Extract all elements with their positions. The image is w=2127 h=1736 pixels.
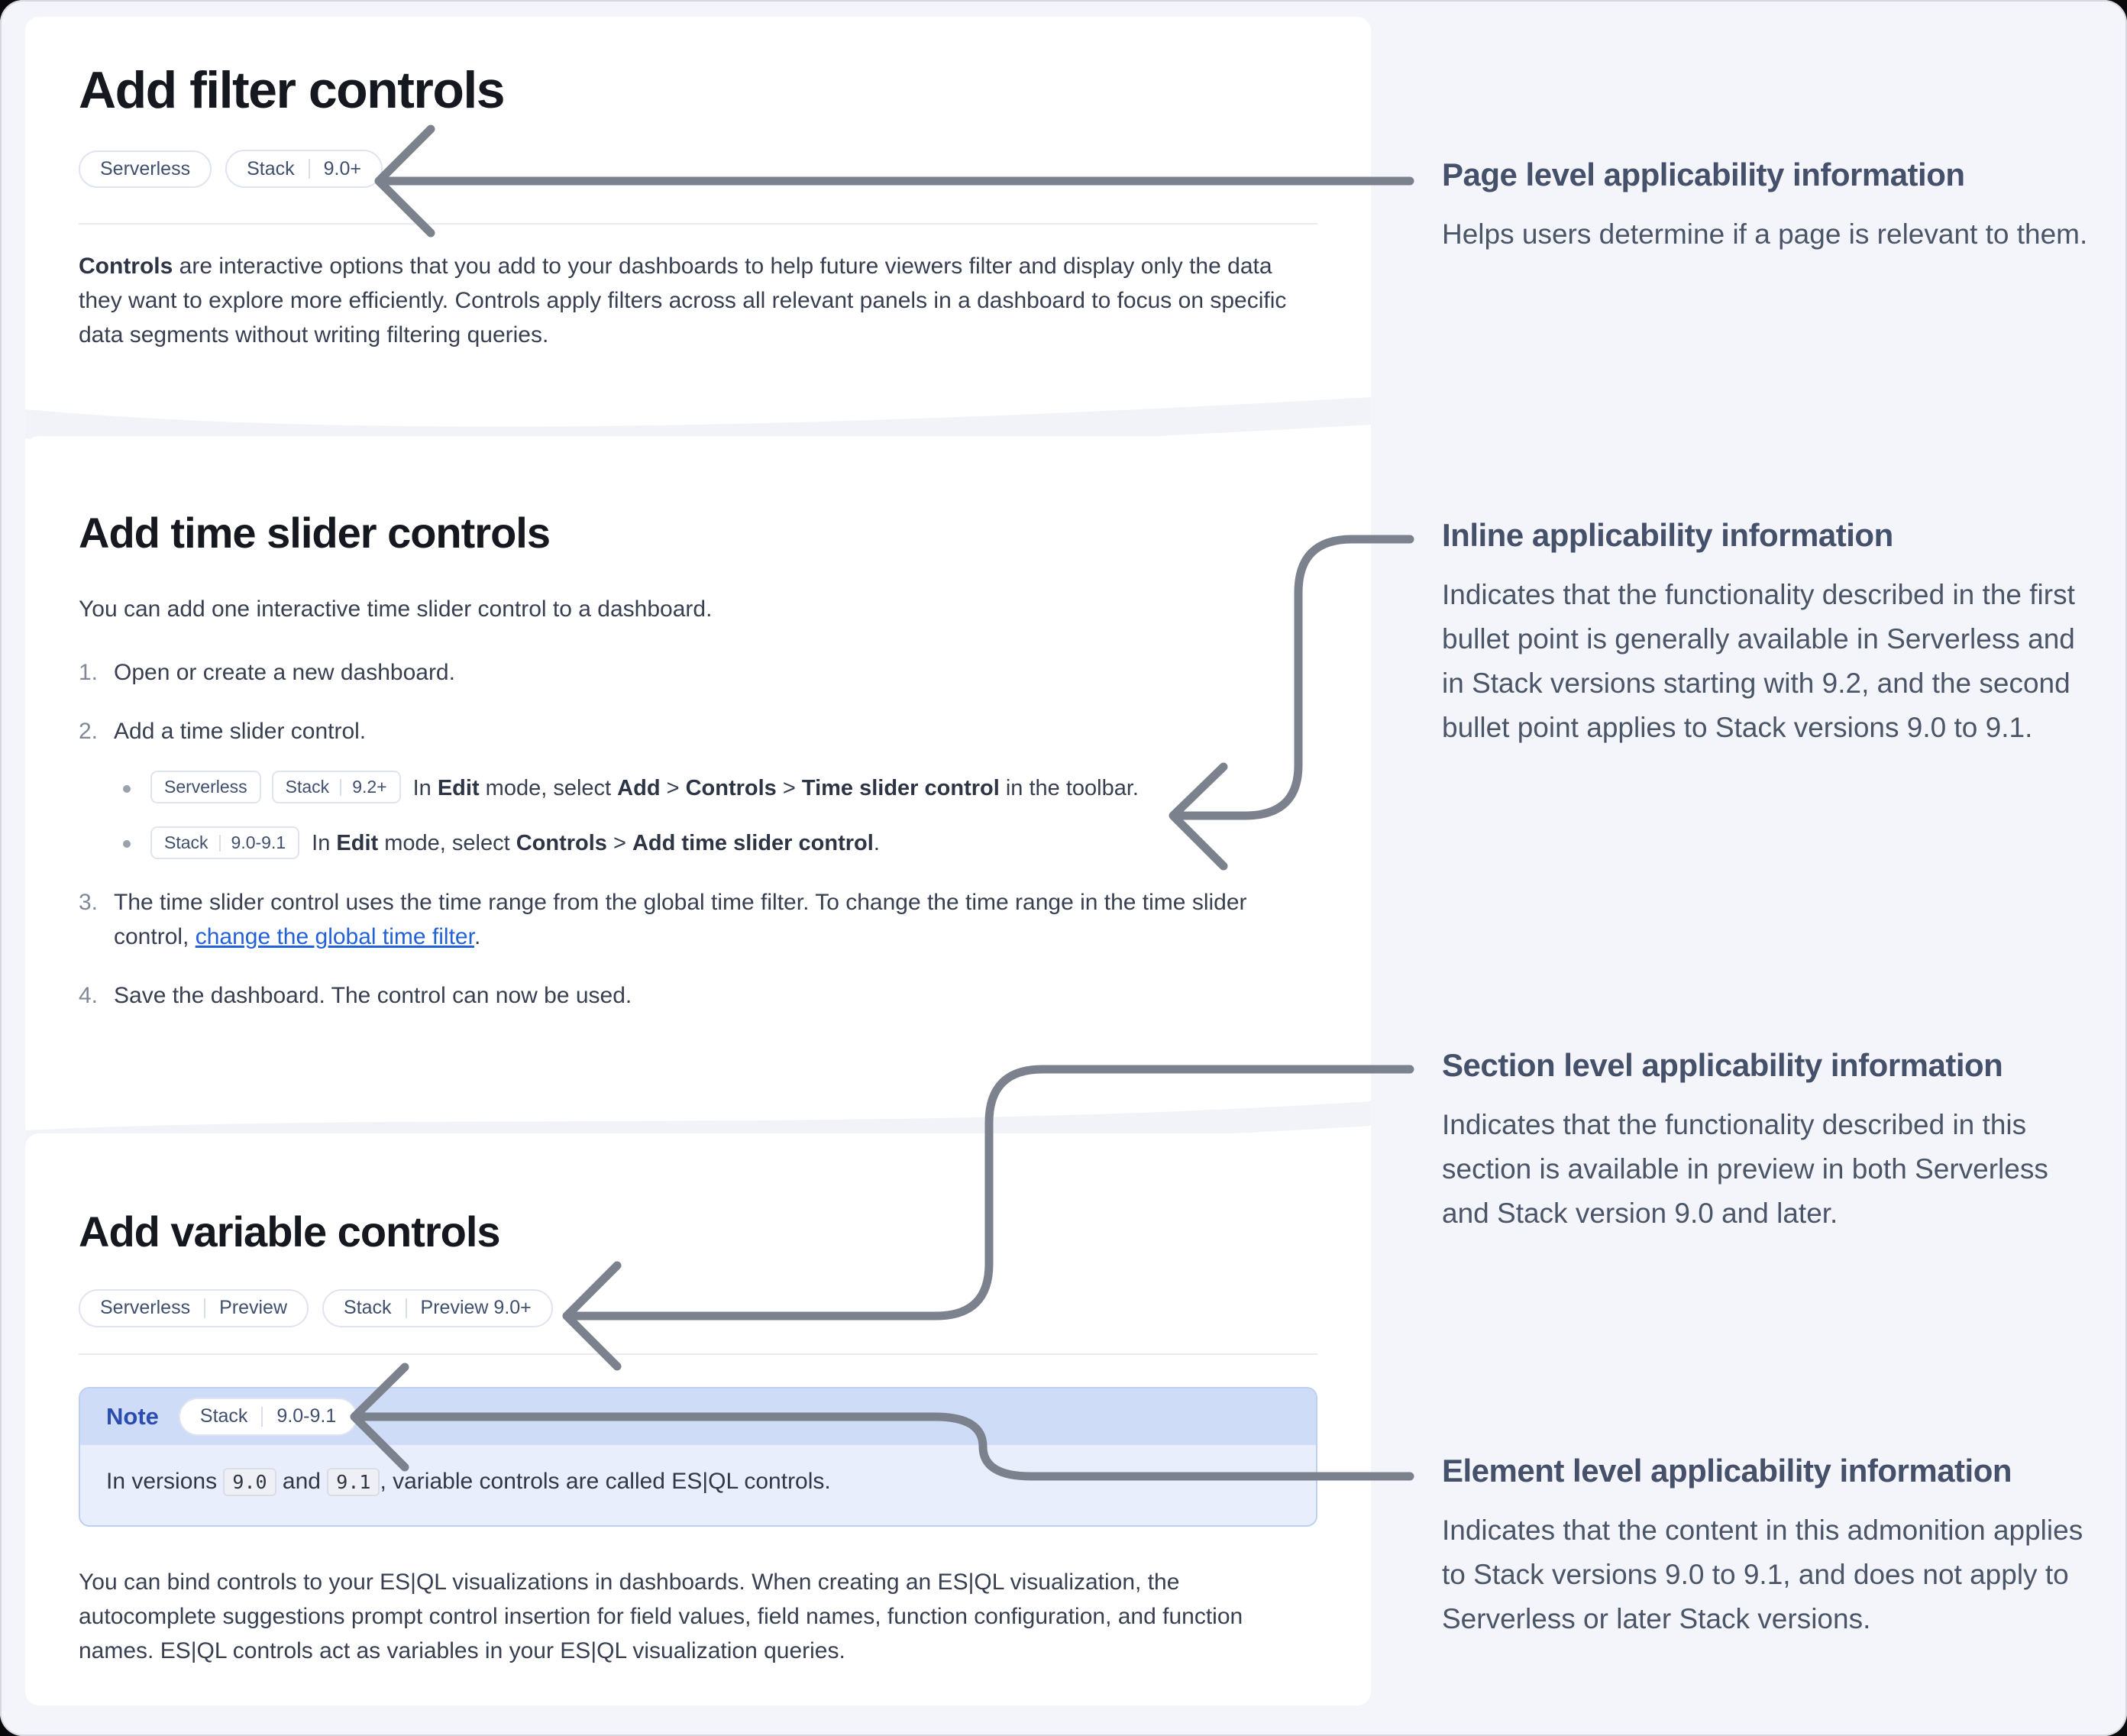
applicability-badge: Serverless Preview xyxy=(79,1288,309,1327)
annotation-body: Indicates that the content in this admon… xyxy=(1442,1515,2083,1635)
page-applicability-badges: Serverless Stack 9.0+ xyxy=(79,150,1317,189)
body-paragraph: You can bind controls to your ES|QL visu… xyxy=(79,1569,1243,1663)
step-number: 4. xyxy=(79,983,99,1009)
annotation-title: Page level applicability information xyxy=(1442,157,1965,192)
list-item: Stack 9.0-9.1 In Edit mode, select Control… xyxy=(114,826,1317,861)
applicability-badge: Stack 9.2+ xyxy=(271,771,401,804)
note-header: Note Stack 9.0-9.1 xyxy=(80,1388,1316,1445)
note-body: In versions 9.0 and 9.1, variable contro… xyxy=(80,1445,1316,1525)
badge-divider xyxy=(218,834,221,852)
annotation-title: Inline applicability information xyxy=(1442,517,1893,553)
annotation-body: Indicates that the functionality describ… xyxy=(1442,579,2075,744)
section-title-variable: Add variable controls xyxy=(79,1207,501,1256)
section-intro: You can add one interactive time slider … xyxy=(79,596,713,622)
applicability-badge: Stack Preview 9.0+ xyxy=(322,1288,553,1327)
note-admonition: Note Stack 9.0-9.1 In versions 9.0 and 9.… xyxy=(79,1386,1317,1527)
badge-label: 9.0-9.1 xyxy=(231,832,286,853)
note-applicability-badges: Stack 9.0-9.1 xyxy=(178,1397,358,1436)
list-item: 1. Open or create a new dashboard. xyxy=(79,655,1317,690)
step-number: 1. xyxy=(79,659,99,685)
list-item: Serverless Stack 9.2+ In Edit mode, select … xyxy=(114,771,1317,806)
badge-divider xyxy=(204,1298,206,1318)
badge-divider xyxy=(405,1298,407,1318)
annotation-section-level: Section level applicability information … xyxy=(1442,1046,2088,1236)
annotation-element-level: Element level applicability information … xyxy=(1442,1452,2088,1641)
note-label: Note xyxy=(106,1402,159,1430)
list-item: 3. The time slider control uses the time… xyxy=(79,885,1317,954)
inline-code: 9.0 xyxy=(223,1467,276,1496)
applicability-badge: Stack 9.0-9.1 xyxy=(178,1397,358,1436)
step-text: Open or create a new dashboard. xyxy=(114,659,455,685)
badge-label: Stack xyxy=(199,1405,248,1427)
badge-label: Preview 9.0+ xyxy=(420,1297,532,1319)
badge-label: 9.0+ xyxy=(323,157,361,179)
step-text: Save the dashboard. The control can now … xyxy=(114,983,632,1009)
intro-paragraph: Controls are interactive options that yo… xyxy=(79,254,1287,348)
annotation-title: Element level applicability information xyxy=(1442,1453,2012,1489)
card-time-slider-controls: Add time slider controls You can add one… xyxy=(25,436,1371,1106)
inline-code: 9.1 xyxy=(327,1467,380,1496)
badge-label: Serverless xyxy=(164,777,247,797)
badge-label: Preview xyxy=(219,1297,288,1319)
divider xyxy=(79,223,1317,225)
inline-applicability-badges: Serverless Stack 9.2+ xyxy=(150,771,401,804)
badge-label: Serverless xyxy=(100,157,191,179)
step-number: 2. xyxy=(79,718,99,744)
text-link[interactable]: change the global time filter xyxy=(195,924,474,950)
badge-label: 9.2+ xyxy=(352,777,387,797)
applicability-badge: Stack 9.0+ xyxy=(225,150,383,189)
applicability-badge: Serverless xyxy=(79,150,212,188)
annotation-page-level: Page level applicability information Hel… xyxy=(1442,156,2088,257)
bullet-text: In Edit mode, select Add > Controls > Ti… xyxy=(412,775,1139,800)
badge-divider xyxy=(340,778,342,796)
step-number: 3. xyxy=(79,890,99,916)
list-item: 4. Save the dashboard. The control can n… xyxy=(79,978,1317,1013)
badge-divider xyxy=(308,159,310,179)
badge-label: Stack xyxy=(285,777,330,797)
page-title: Add filter controls xyxy=(79,61,506,119)
annotation-inline-level: Inline applicability information Indicat… xyxy=(1442,516,2088,750)
badge-label: Stack xyxy=(164,832,208,853)
badge-label: Stack xyxy=(247,157,295,179)
step-text: Add a time slider control. xyxy=(114,718,367,744)
badge-label: 9.0-9.1 xyxy=(276,1405,337,1427)
bullet-text: In Edit mode, select Controls > Add time… xyxy=(312,831,880,856)
section-applicability-badges: Serverless Preview Stack Preview 9.0+ xyxy=(79,1288,1317,1327)
divider xyxy=(79,1353,1317,1355)
badge-label: Serverless xyxy=(100,1297,191,1319)
applicability-badge: Serverless xyxy=(150,771,261,804)
applicability-badge: Stack 9.0-9.1 xyxy=(150,826,300,860)
badge-divider xyxy=(261,1406,263,1427)
step-text: The time slider control uses the time ra… xyxy=(114,890,1247,950)
annotation-body: Indicates that the functionality describ… xyxy=(1442,1109,2048,1230)
badge-label: Stack xyxy=(344,1297,392,1319)
annotation-title: Section level applicability information xyxy=(1442,1047,2003,1083)
list-item: 2. Add a time slider control. Serverless… xyxy=(79,714,1317,862)
annotation-body: Helps users determine if a page is relev… xyxy=(1442,218,2088,251)
section-title-time-slider: Add time slider controls xyxy=(79,509,551,557)
inline-applicability-badges: Stack 9.0-9.1 xyxy=(150,826,300,860)
ordered-steps: 1. Open or create a new dashboard. 2. Ad… xyxy=(79,655,1317,1013)
